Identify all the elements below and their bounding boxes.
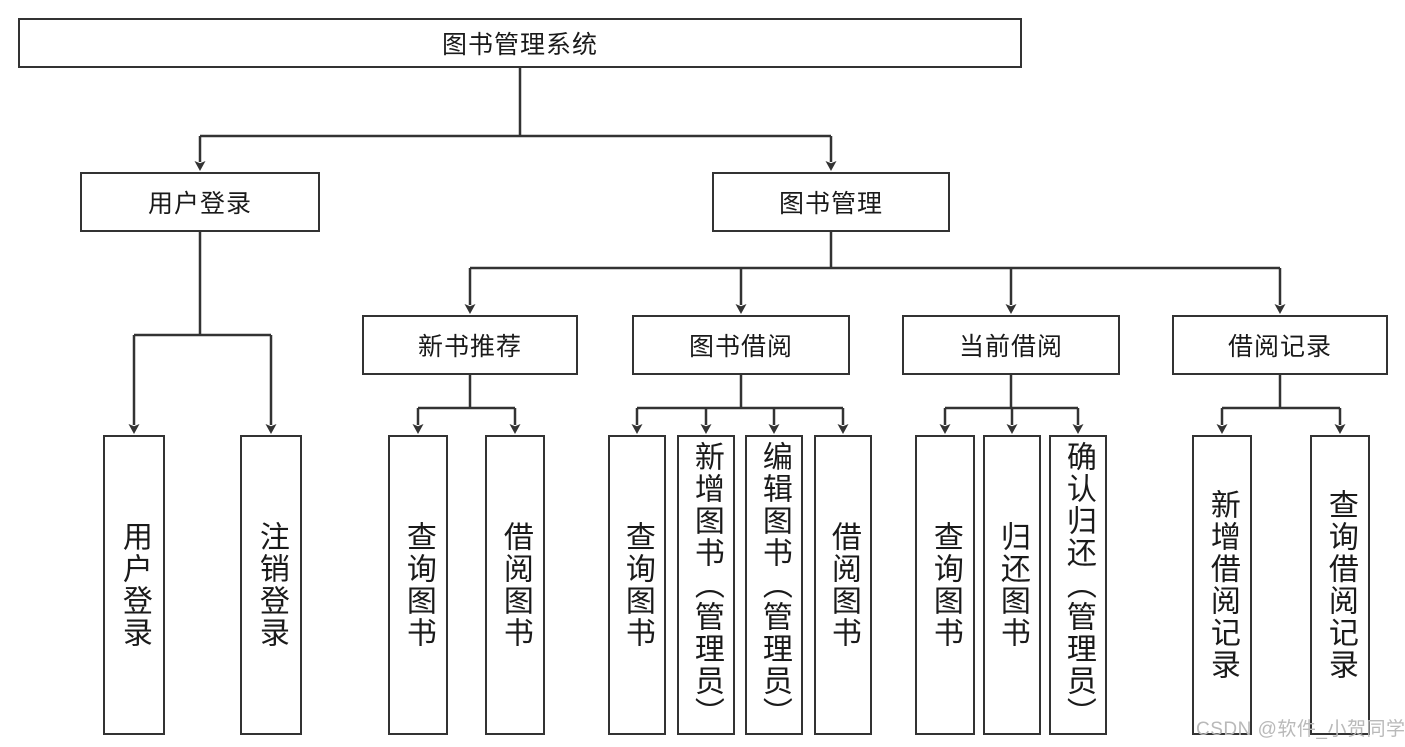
node-root[interactable]: 图书管理系统 bbox=[18, 18, 1022, 68]
node-label: 当前借阅 bbox=[958, 333, 1063, 361]
node-leaf-return[interactable]: 归还图书 bbox=[983, 435, 1041, 735]
node-label: 查询图书 bbox=[928, 521, 962, 649]
node-leaf-query-1[interactable]: 查询图书 bbox=[388, 435, 448, 735]
node-label: 用户登录 bbox=[117, 521, 151, 649]
node-leaf-confirm[interactable]: 确认归还（管理员） bbox=[1049, 435, 1107, 735]
node-leaf-add-rec[interactable]: 新增借阅记录 bbox=[1192, 435, 1252, 735]
node-leaf-add-book[interactable]: 新增图书（管理员） bbox=[677, 435, 735, 735]
edge-group bbox=[128, 68, 1346, 434]
node-label: 新增图书（管理员） bbox=[689, 441, 723, 729]
node-label: 用户登录 bbox=[147, 190, 252, 218]
node-label: 注销登录 bbox=[254, 521, 288, 649]
node-label: 图书管理 bbox=[778, 190, 883, 218]
node-label: 借阅记录 bbox=[1227, 333, 1332, 361]
node-label: 借阅图书 bbox=[498, 521, 532, 649]
node-leaf-borrow-2[interactable]: 借阅图书 bbox=[814, 435, 872, 735]
node-leaf-logout[interactable]: 注销登录 bbox=[240, 435, 302, 735]
node-leaf-borrow-1[interactable]: 借阅图书 bbox=[485, 435, 545, 735]
node-leaf-query-rec[interactable]: 查询借阅记录 bbox=[1310, 435, 1370, 735]
node-leaf-query-3[interactable]: 查询图书 bbox=[915, 435, 975, 735]
node-label: 新增借阅记录 bbox=[1205, 489, 1239, 681]
node-label: 归还图书 bbox=[995, 521, 1029, 649]
node-label: 编辑图书（管理员） bbox=[757, 441, 791, 729]
node-label: 图书借阅 bbox=[688, 333, 793, 361]
node-label: 确认归还（管理员） bbox=[1061, 441, 1095, 729]
node-label: 图书管理系统 bbox=[441, 31, 598, 59]
node-current-borrow[interactable]: 当前借阅 bbox=[902, 315, 1120, 375]
node-label: 查询借阅记录 bbox=[1323, 489, 1357, 681]
node-leaf-edit-book[interactable]: 编辑图书（管理员） bbox=[745, 435, 803, 735]
node-label: 借阅图书 bbox=[826, 521, 860, 649]
node-label: 查询图书 bbox=[401, 521, 435, 649]
node-borrow-record[interactable]: 借阅记录 bbox=[1172, 315, 1388, 375]
node-user-login[interactable]: 用户登录 bbox=[80, 172, 320, 232]
node-label: 新书推荐 bbox=[417, 333, 522, 361]
node-book-manage[interactable]: 图书管理 bbox=[712, 172, 950, 232]
node-label: 查询图书 bbox=[620, 521, 654, 649]
node-leaf-user-login[interactable]: 用户登录 bbox=[103, 435, 165, 735]
node-new-book-rec[interactable]: 新书推荐 bbox=[362, 315, 578, 375]
node-leaf-query-2[interactable]: 查询图书 bbox=[608, 435, 666, 735]
node-book-borrow[interactable]: 图书借阅 bbox=[632, 315, 850, 375]
